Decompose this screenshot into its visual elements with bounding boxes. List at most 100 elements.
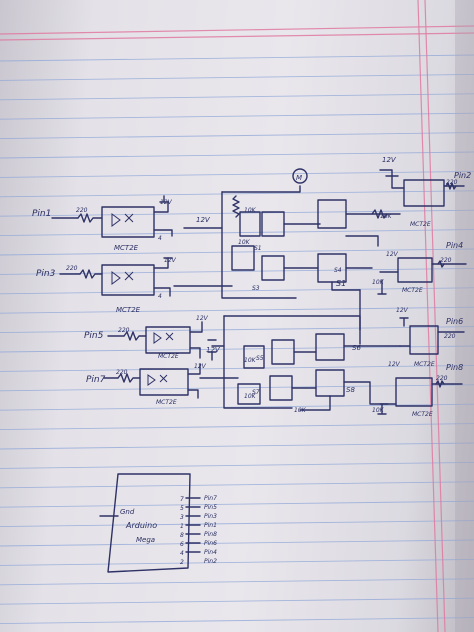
ruled-line — [0, 132, 474, 140]
ruled-line — [0, 403, 474, 411]
optocoupler-pin3 — [59, 257, 173, 297]
ruled-line — [0, 461, 474, 469]
label-a-n1: 7 — [180, 496, 184, 503]
label-s6: S6 — [352, 344, 361, 352]
label-pin7: Pin7 — [86, 375, 106, 385]
ruled-line — [0, 423, 474, 431]
label-r220-g: 220 — [444, 333, 456, 340]
ruled-line — [0, 151, 474, 159]
label-a-n4: 1 — [180, 523, 184, 530]
ruled-line — [0, 558, 474, 566]
label-a-pin5: Pin5 — [204, 504, 217, 511]
label-a-pin2: Pin2 — [204, 558, 217, 565]
label-v12-b: 12V — [164, 257, 177, 264]
ruled-line — [0, 112, 474, 120]
label-s1-b: S1 — [336, 279, 346, 288]
label-s1: S1 — [254, 245, 262, 252]
label-n4-a: 4 — [158, 235, 162, 242]
label-n4-b: 4 — [158, 293, 162, 300]
label-a-pin8: Pin8 — [204, 531, 217, 538]
label-a-pin4: Pin4 — [204, 549, 217, 556]
label-r10k-g: 10K — [294, 407, 307, 414]
ruled-line — [0, 442, 474, 450]
label-a-n7: 4 — [180, 550, 184, 557]
label-motor: M — [296, 174, 302, 182]
label-pin8: Pin8 — [446, 363, 463, 372]
ruled-line — [0, 500, 474, 508]
optocoupler-pin5 — [107, 321, 203, 359]
label-mct-a: MCT2E — [114, 244, 139, 252]
ruled-line — [0, 93, 474, 101]
optocoupler-pin1 — [51, 195, 173, 238]
ruled-line — [0, 617, 474, 625]
label-arduino-gnd: Gnd — [120, 508, 135, 516]
label-r10k-f: 10K — [244, 393, 257, 400]
ruled-line — [0, 539, 474, 547]
label-s5: S5 — [256, 355, 264, 362]
optocoupler-pin7 — [103, 363, 201, 399]
label-r220-e: 220 — [446, 179, 458, 186]
optocoupler-pin6 — [399, 317, 465, 355]
label-pin2: Pin2 — [454, 171, 471, 180]
label-r220-b: 220 — [66, 265, 78, 272]
optocoupler-pin2 — [379, 169, 465, 207]
label-arduino: Arduino — [125, 521, 157, 530]
label-v12-e: 12V — [196, 216, 211, 224]
ruled-line — [0, 384, 474, 392]
ruled-line — [0, 597, 474, 605]
ruled-lines — [0, 54, 474, 625]
ruled-line — [0, 248, 474, 256]
label-s8: S8 — [346, 386, 355, 394]
top-margin-line-2 — [0, 32, 474, 41]
label-v12-a: 12V — [160, 199, 173, 206]
ruled-line — [0, 481, 474, 489]
label-a-n3: 3 — [180, 514, 184, 521]
label-a-pin3: Pin3 — [204, 513, 217, 520]
label-v12-f: 12V — [382, 156, 397, 164]
label-v12-g: 12V — [386, 251, 399, 258]
label-pin6: Pin6 — [446, 317, 463, 326]
label-r10k-c: 10K — [380, 213, 393, 220]
label-a-pin1: Pin1 — [204, 522, 217, 529]
label-v12-c: 12V — [196, 315, 209, 322]
ruled-line — [0, 54, 474, 62]
label-s4: S4 — [334, 267, 342, 274]
arduino-mega-box — [99, 473, 201, 573]
ruled-line — [0, 326, 474, 334]
label-v12-j: 12V — [206, 346, 221, 354]
optocoupler-pin8 — [377, 377, 463, 415]
optocoupler-pin4 — [377, 257, 467, 295]
ruled-line — [0, 229, 474, 237]
label-pin1: Pin1 — [32, 209, 51, 219]
label-mct-g: MCT2E — [414, 361, 435, 368]
top-margin-line — [0, 25, 474, 35]
label-a-pin7: Pin7 — [204, 495, 217, 502]
label-mct-c: MCT2E — [158, 353, 179, 360]
ruled-line — [0, 364, 474, 372]
motor-symbol — [292, 168, 308, 184]
label-mct-e: MCT2E — [410, 221, 431, 228]
ruled-line — [0, 190, 474, 198]
right-margin-line-2 — [424, 0, 446, 632]
label-r10k-b: 10K — [238, 239, 251, 246]
label-r220-h: 220 — [436, 375, 448, 382]
label-s7: S7 — [252, 389, 260, 396]
label-r220-c: 220 — [118, 327, 130, 334]
label-v12-d: 12V — [194, 363, 207, 370]
ruled-line — [0, 345, 474, 353]
ruled-line — [0, 287, 474, 295]
label-a-n6: 6 — [180, 541, 184, 548]
label-mega: Mega — [136, 536, 155, 544]
label-mct-d: MCT2E — [156, 399, 177, 406]
ruled-line — [0, 306, 474, 314]
label-a-pin6: Pin6 — [204, 540, 217, 547]
ruled-line — [0, 170, 474, 178]
label-pin5: Pin5 — [84, 331, 104, 341]
label-a-n2: 5 — [180, 505, 184, 512]
label-v12-i: 12V — [388, 361, 401, 368]
label-r220-d: 220 — [116, 369, 128, 376]
label-s3: S3 — [252, 285, 260, 292]
ruled-line — [0, 520, 474, 528]
